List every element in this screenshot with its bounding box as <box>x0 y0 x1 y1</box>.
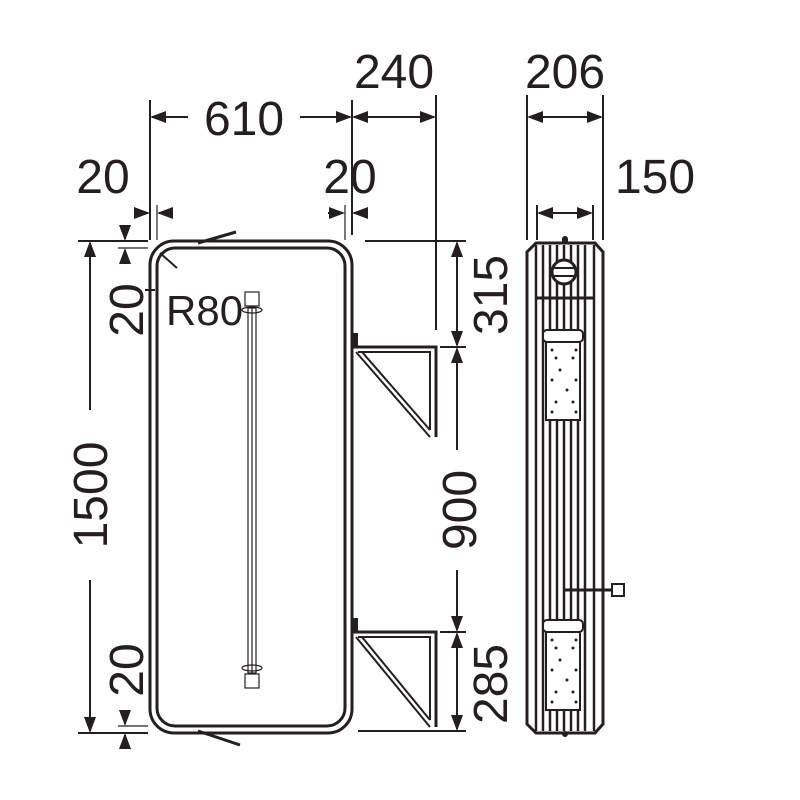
dimension-label: 20 <box>101 283 154 336</box>
dimension-label: 315 <box>465 255 518 335</box>
power-cord <box>565 583 625 597</box>
dimension-label: 1500 <box>65 442 118 549</box>
dimension-label: 20 <box>101 643 154 696</box>
dimension-150: 150 <box>536 151 695 240</box>
dimension-margin-top: 20 <box>101 225 155 337</box>
dimension-label: 610 <box>204 93 284 146</box>
sign-panel-front: R80 <box>148 230 354 747</box>
dimension-label: 20 <box>323 151 376 204</box>
mounting-plate-top <box>542 329 584 421</box>
dimension-label: 900 <box>434 470 487 550</box>
wall-bracket-top <box>351 333 438 620</box>
dimension-1500: 1500 <box>65 240 148 734</box>
dimension-label: 150 <box>615 151 695 204</box>
dimension-206: 206 <box>525 46 605 240</box>
wall-bracket-bottom <box>352 618 440 732</box>
sign-panel-side <box>525 236 625 737</box>
dimension-label: 206 <box>525 46 605 99</box>
dimension-label: 285 <box>465 644 518 724</box>
dimension-margin-right: 20 <box>323 151 377 240</box>
leader-arrow <box>197 230 237 245</box>
dimension-240: 240 <box>352 46 437 330</box>
dimension-label: 240 <box>354 46 434 99</box>
tube-lamp <box>241 291 263 689</box>
dimension-610: 610 <box>149 93 353 240</box>
dimension-315-900-285: 315 900 285 <box>365 240 518 732</box>
dimension-label: 20 <box>76 151 129 204</box>
dimension-margin-left: 20 <box>76 151 173 240</box>
dimension-margin-bottom: 20 <box>101 643 154 749</box>
radius-label: R80 <box>166 287 243 334</box>
mounting-plate-bottom <box>542 619 584 711</box>
